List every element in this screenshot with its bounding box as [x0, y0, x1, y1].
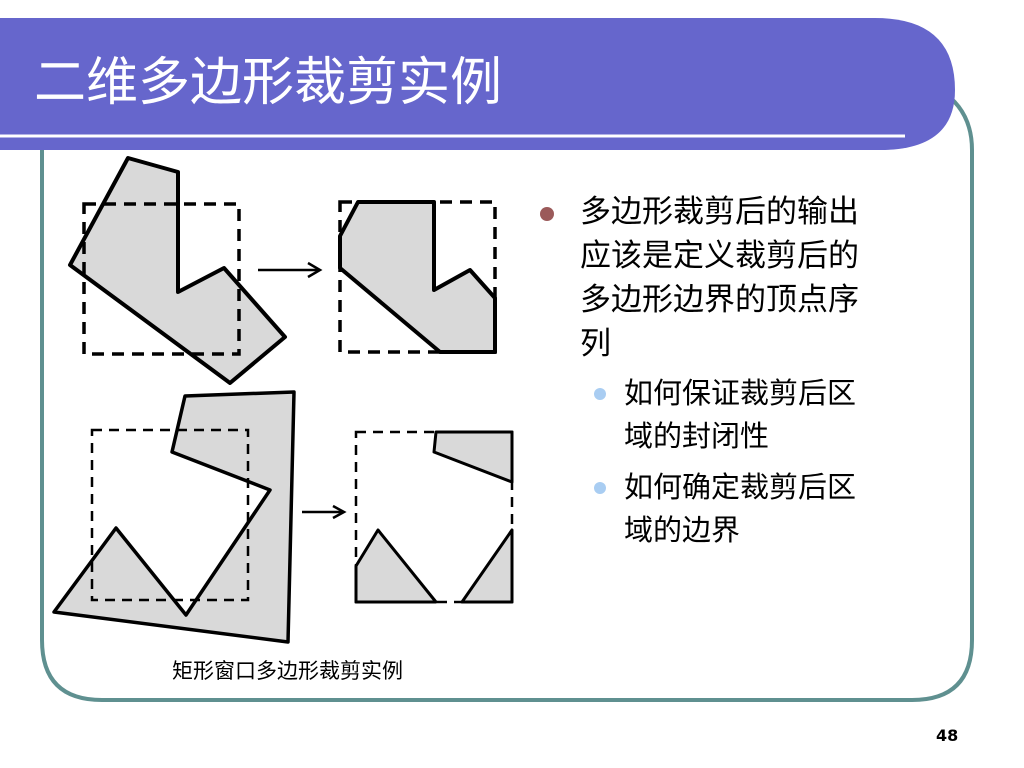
bullet-level1: 多边形裁剪后的输出 应该是定义裁剪后的 多边形边界的顶点序 列 [540, 190, 960, 366]
example2-original [52, 390, 296, 644]
clipped-piece-right [460, 528, 514, 604]
page-number: 48 [936, 726, 959, 745]
bullet-dot-icon [540, 207, 554, 221]
bullet-line: 应该是定义裁剪后的 [580, 238, 859, 274]
sub-bullet-line: 如何保证裁剪后区 [624, 376, 857, 410]
bullet-list: 多边形裁剪后的输出 应该是定义裁剪后的 多边形边界的顶点序 列 如何保证裁剪后区… [540, 190, 960, 560]
frame-border [40, 88, 974, 702]
clipped-piece-left [354, 528, 438, 604]
bullet-line: 列 [580, 326, 611, 362]
sub-bullet-line: 域的边界 [624, 513, 741, 547]
clip-window-2 [338, 200, 497, 354]
sub-bullet-line: 域的封闭性 [624, 419, 770, 453]
polygon-1 [68, 156, 287, 385]
arrow-2 [302, 504, 347, 520]
sub-bullet-boundary: 如何确定裁剪后区 域的边界 [590, 466, 960, 552]
arrow-1 [258, 261, 323, 279]
title-bar [0, 18, 955, 150]
figure-caption: 矩形窗口多边形裁剪实例 [172, 659, 403, 683]
bullet-line: 多边形裁剪后的输出 [580, 194, 859, 230]
clipped-piece-top [432, 430, 514, 484]
sub-bullet-dot-icon [594, 388, 606, 400]
sub-bullet-closure: 如何保证裁剪后区 域的封闭性 [590, 372, 960, 458]
clip-window-1 [82, 202, 241, 356]
slide-title: 二维多边形裁剪实例 [34, 53, 503, 113]
clip-window-4 [354, 430, 514, 604]
sub-bullet-dot-icon [594, 482, 606, 494]
sub-bullet-list: 如何保证裁剪后区 域的封闭性 如何确定裁剪后区 域的边界 [540, 372, 960, 552]
example2-clipped [354, 430, 514, 604]
sub-bullet-line: 如何确定裁剪后区 [624, 470, 857, 504]
polygon-2 [52, 390, 296, 644]
bullet-line: 多边形边界的顶点序 [580, 282, 859, 318]
clip-window-3 [90, 428, 250, 602]
example1-clipped [338, 200, 497, 354]
clipped-polygon-1 [338, 200, 497, 354]
example1-original [68, 156, 287, 385]
